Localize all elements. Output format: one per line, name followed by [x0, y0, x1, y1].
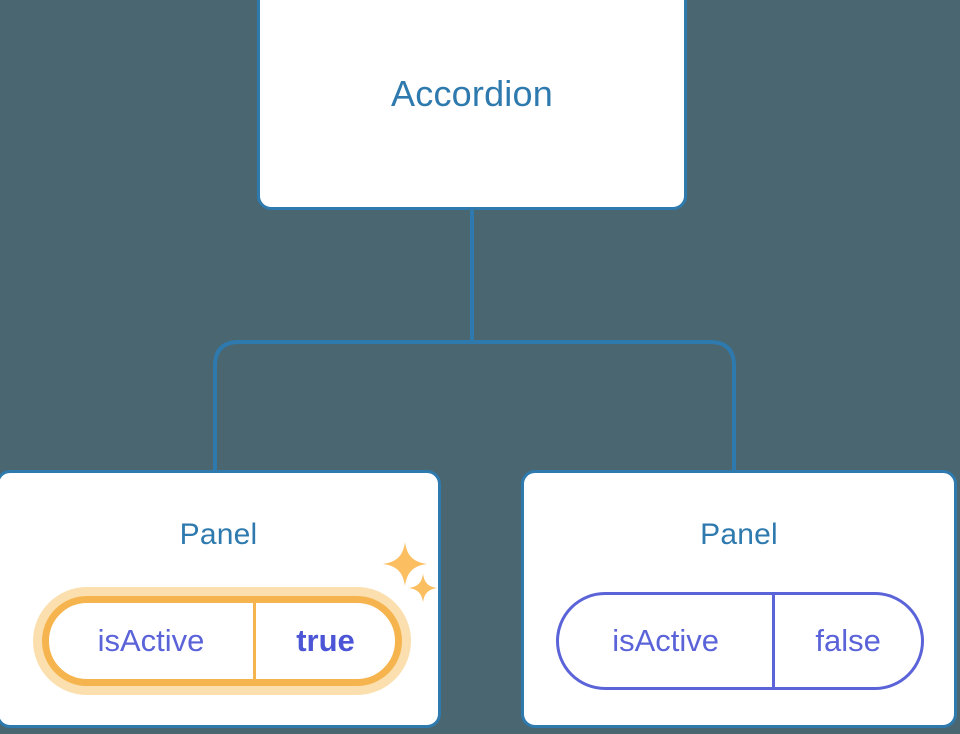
node-panel-left-title: Panel — [179, 518, 258, 551]
sparkle-icon — [382, 541, 428, 587]
prop-value: false — [772, 595, 921, 687]
prop-pill-is-active-false[interactable]: isActive false — [556, 592, 924, 690]
node-accordion[interactable]: Accordion — [257, 0, 687, 210]
prop-pill-highlighted[interactable]: isActive true — [42, 596, 402, 686]
prop-key: isActive — [612, 623, 720, 658]
prop-key: isActive — [97, 623, 205, 658]
node-accordion-title: Accordion — [391, 73, 553, 114]
connector-to-panel-left — [213, 340, 472, 470]
prop-pill-is-active-true[interactable]: isActive true — [42, 596, 402, 686]
sparkle-icon — [408, 573, 438, 603]
prop-value: true — [253, 603, 395, 679]
node-panel-right-title: Panel — [700, 518, 778, 551]
connector-to-panel-right — [472, 340, 736, 470]
prop-pill-default[interactable]: isActive false — [556, 592, 924, 690]
